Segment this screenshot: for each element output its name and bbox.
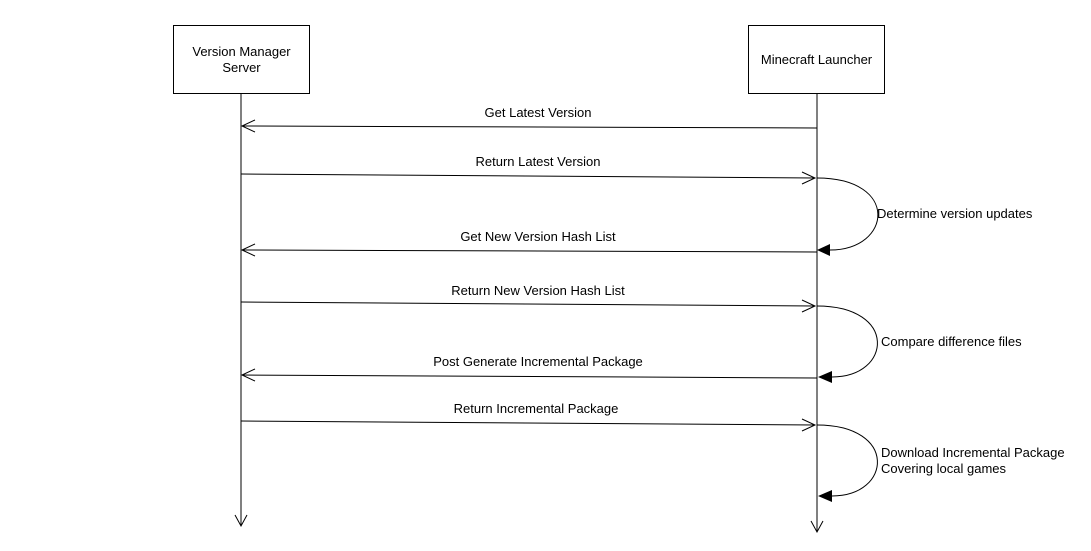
lifeline-server-arrowhead <box>234 514 248 528</box>
message-label: Return Latest Version <box>475 154 601 169</box>
actor-label: Version Manager Server <box>192 43 291 75</box>
self-loop-arrow <box>816 177 879 256</box>
self-loop-arrow <box>816 305 878 383</box>
message-label: Return New Version Hash List <box>451 283 625 298</box>
message-arrow <box>240 171 817 185</box>
actor-label: Minecraft Launcher <box>760 51 873 67</box>
message-arrow <box>240 119 818 133</box>
self-note-label: Compare difference files <box>881 334 1022 349</box>
message-label: Return Incremental Package <box>453 401 619 416</box>
actor-minecraft-launcher: Minecraft Launcher <box>748 25 885 94</box>
actor-version-manager-server: Version Manager Server <box>173 25 310 94</box>
self-note-label: Download Incremental Package Covering lo… <box>881 445 1065 476</box>
message-arrow <box>240 243 818 257</box>
message-arrow <box>240 368 818 382</box>
message-label: Get New Version Hash List <box>460 229 616 244</box>
message-arrow <box>240 418 817 432</box>
message-label: Get Latest Version <box>484 105 592 120</box>
message-arrow <box>240 299 817 313</box>
self-note-label: Determine version updates <box>877 206 1033 221</box>
self-loop-arrow <box>816 424 878 502</box>
message-label: Post Generate Incremental Package <box>433 354 643 369</box>
lifeline-launcher-arrowhead <box>810 520 824 534</box>
